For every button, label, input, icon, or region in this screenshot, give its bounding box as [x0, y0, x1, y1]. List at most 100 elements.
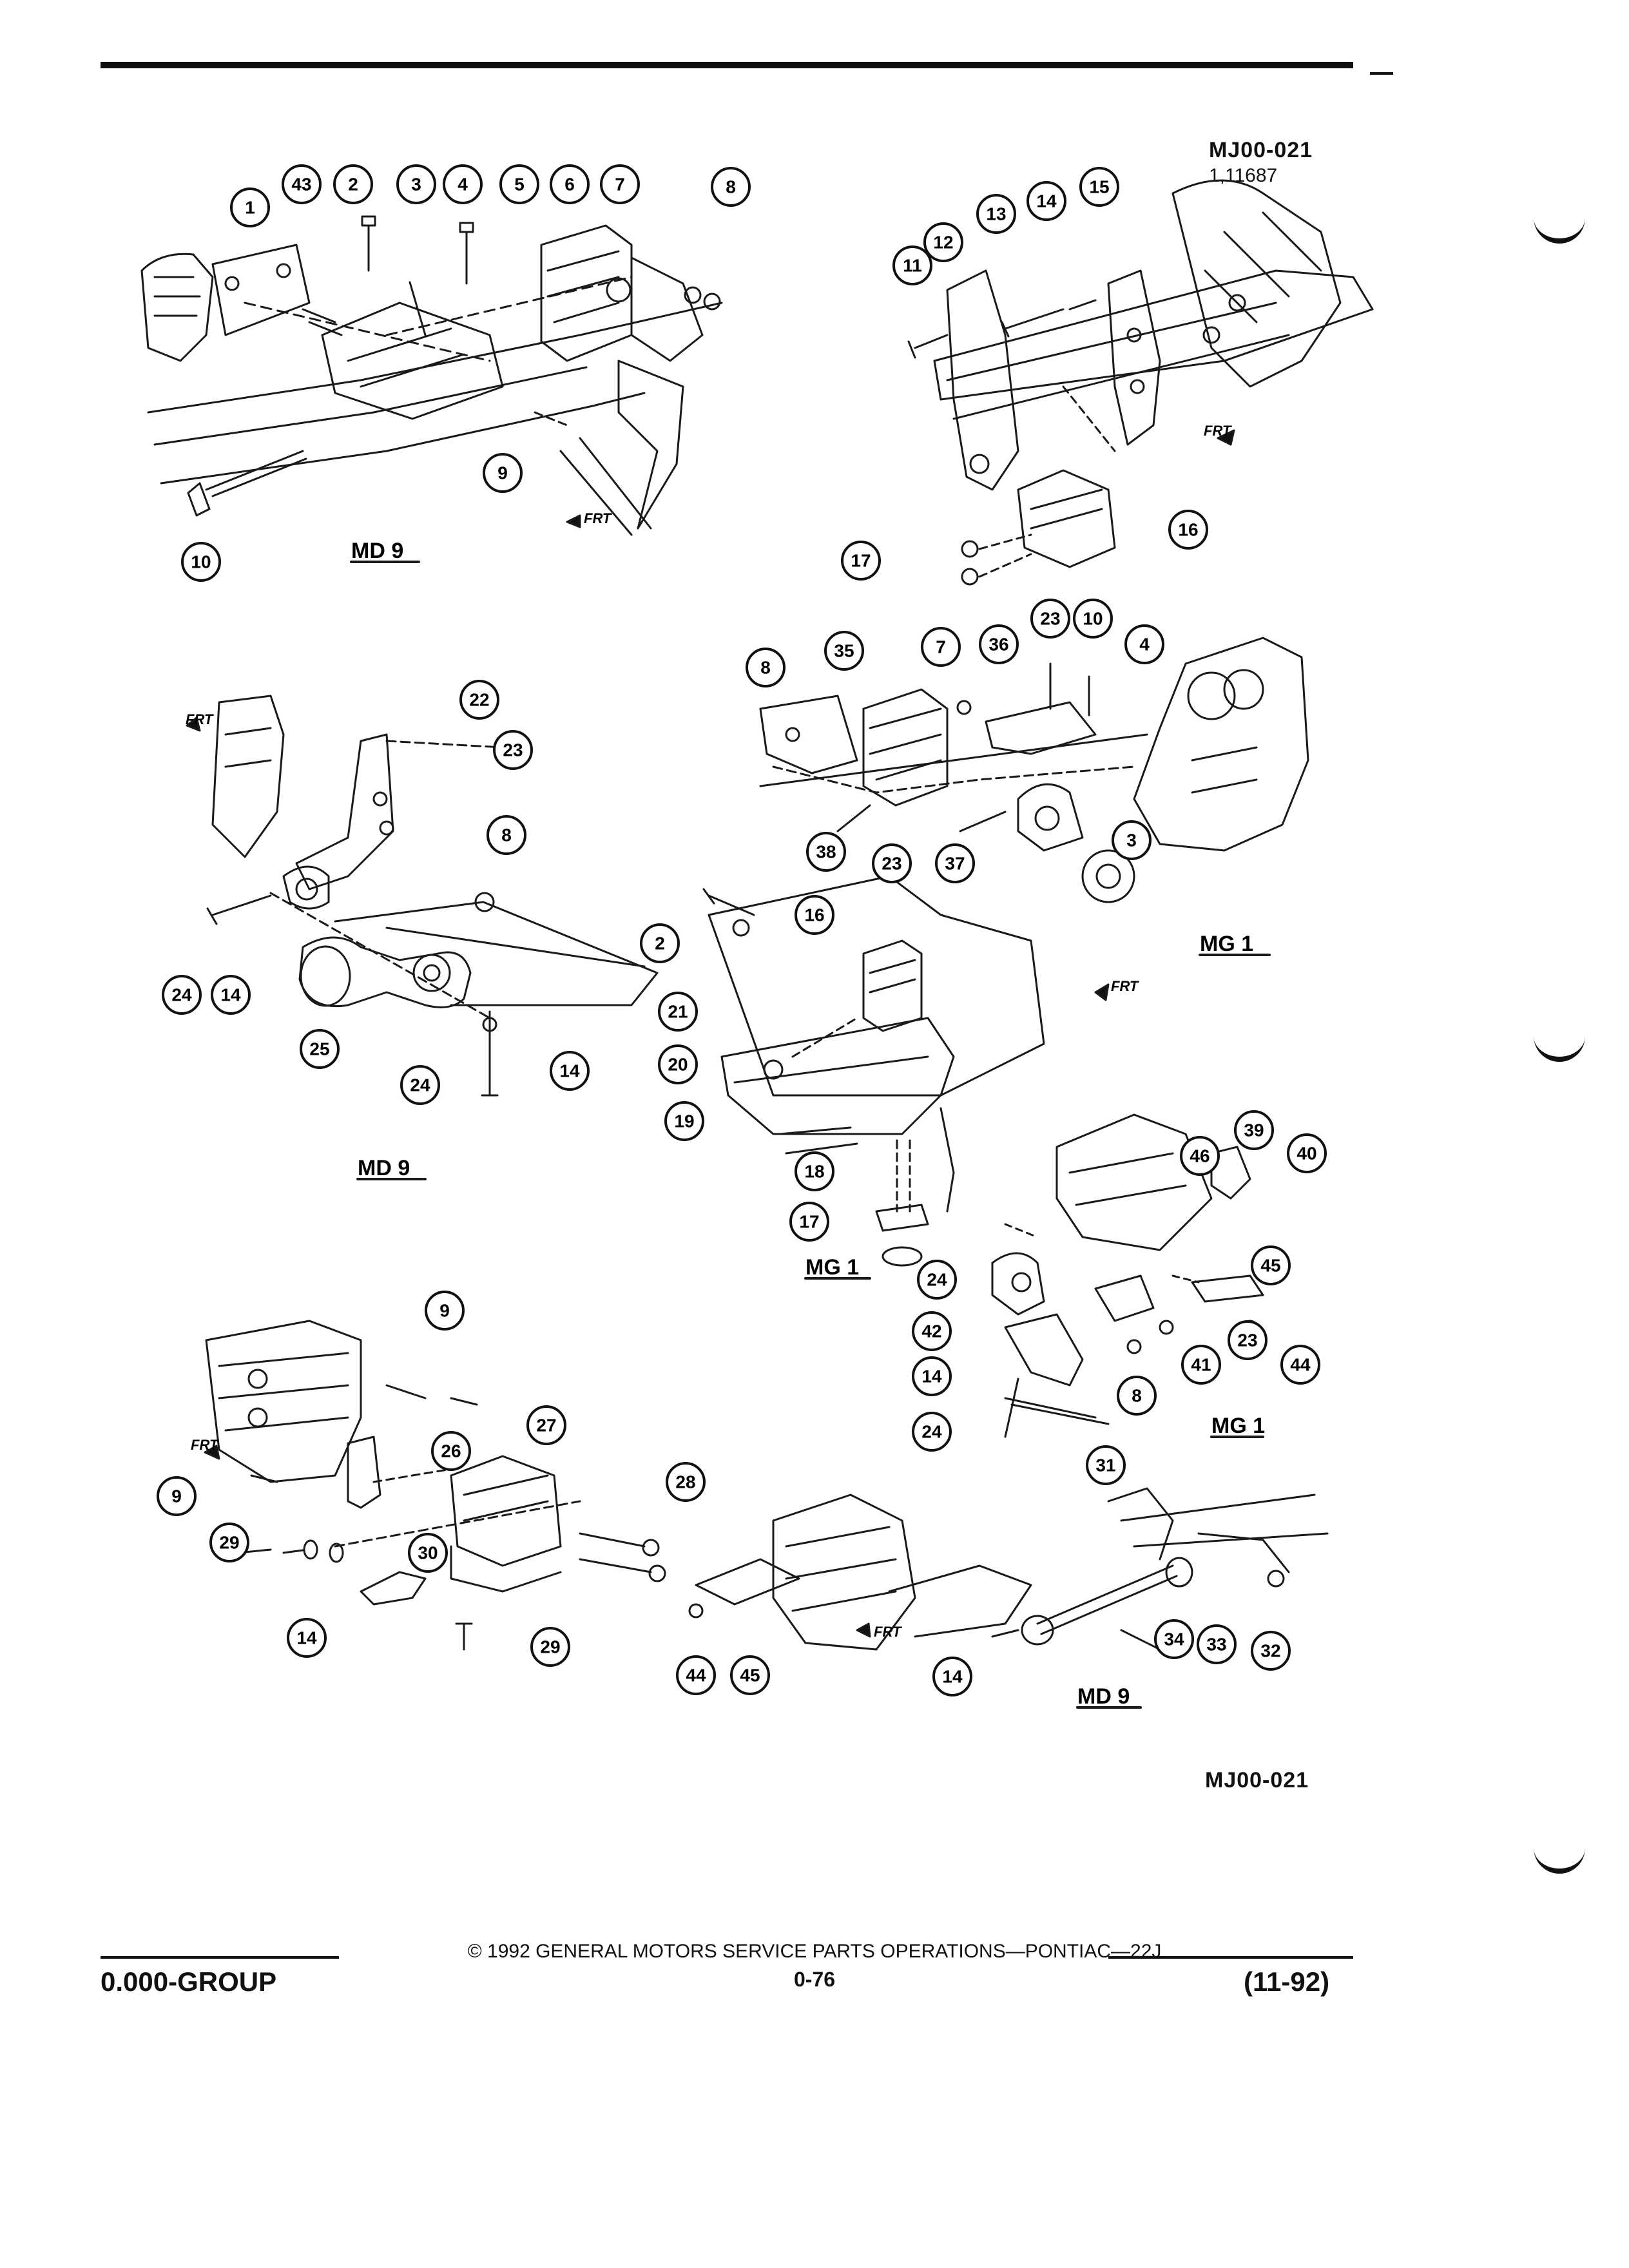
callout-circle: [1228, 1320, 1268, 1360]
callout-14: 14: [287, 1618, 327, 1658]
callout-circle: [806, 832, 846, 872]
callout-7: 7: [600, 164, 640, 204]
callout-circle: [795, 895, 834, 935]
callout-number: 17: [799, 1212, 819, 1232]
callout-number: 44: [1290, 1355, 1311, 1375]
callout-circle: [841, 541, 881, 581]
callout-number: 26: [441, 1441, 461, 1461]
callout-circle: [425, 1291, 465, 1331]
callout-circle: [1117, 1376, 1157, 1416]
callout-number: 23: [503, 740, 523, 760]
callout-14: 14: [550, 1051, 590, 1091]
callout-24: 24: [917, 1260, 957, 1300]
callout-circle: [487, 815, 526, 855]
callout-circle: [400, 1065, 440, 1105]
callout-circle: [1168, 510, 1208, 550]
callout-38: 38: [806, 832, 846, 872]
callout-number: 29: [219, 1533, 239, 1553]
callout-2: 2: [640, 923, 680, 963]
footer-page-number: 0-76: [793, 1968, 836, 1991]
callout-11: 11: [892, 245, 932, 285]
callout-circle: [923, 222, 963, 262]
callout-number: 24: [921, 1422, 942, 1442]
callout-circle: [935, 843, 975, 883]
callout-circle: [181, 542, 221, 582]
callout-44: 44: [1280, 1345, 1320, 1385]
frt-label: FRT: [1111, 978, 1139, 994]
callout-2: 2: [333, 164, 373, 204]
callout-number: 30: [418, 1543, 438, 1563]
callout-17: 17: [841, 541, 881, 581]
view-md9-torque-strut: [186, 695, 659, 1180]
callout-8: 8: [487, 815, 526, 855]
callout-10: 10: [181, 542, 221, 582]
callout-16: 16: [795, 895, 834, 935]
callout-45: 45: [730, 1655, 770, 1695]
callout-15: 15: [1079, 167, 1119, 207]
callout-29: 29: [530, 1627, 570, 1667]
callout-circle: [1112, 820, 1152, 860]
callout-21: 21: [658, 992, 698, 1032]
callout-circle: [550, 164, 590, 204]
callout-number: 41: [1191, 1355, 1211, 1375]
callout-number: 12: [933, 233, 953, 253]
callout-23: 23: [493, 730, 533, 770]
figure-date: 1,11687: [1209, 165, 1278, 186]
callout-number: 38: [816, 842, 836, 862]
callout-number: 2: [655, 934, 665, 954]
callout-number: 20: [668, 1055, 688, 1075]
callout-circle: [1280, 1345, 1320, 1385]
callout-circle: [917, 1260, 957, 1300]
callout-22: 22: [459, 680, 499, 720]
callout-4: 4: [1124, 624, 1164, 664]
callout-28: 28: [666, 1462, 706, 1502]
view-label-md9-c: MD 9: [1077, 1684, 1130, 1709]
callout-number: 17: [851, 551, 871, 571]
callout-circle: [795, 1151, 834, 1191]
callout-circle: [912, 1311, 952, 1351]
frt-label: FRT: [1204, 423, 1232, 439]
callout-circle: [530, 1627, 570, 1667]
callout-40: 40: [1287, 1133, 1327, 1173]
frt-label: FRT: [584, 510, 612, 526]
callout-circle: [1086, 1445, 1126, 1485]
callout-23: 23: [872, 843, 912, 883]
callout-41: 41: [1181, 1345, 1221, 1385]
callout-19: 19: [664, 1101, 704, 1141]
figure-code-top: MJ00-021: [1209, 138, 1313, 162]
callout-3: 3: [396, 164, 436, 204]
callout-number: 33: [1206, 1635, 1226, 1655]
callout-circle: [162, 975, 202, 1015]
callout-number: 45: [740, 1666, 760, 1686]
callout-number: 15: [1089, 177, 1109, 197]
callout-14: 14: [211, 975, 251, 1015]
callout-12: 12: [923, 222, 963, 262]
binder-tick-mark: [1534, 213, 1585, 244]
callout-number: 7: [936, 637, 946, 657]
callout-number: 44: [686, 1666, 706, 1686]
callout-number: 35: [834, 641, 854, 661]
callout-circle: [932, 1657, 972, 1696]
callout-number: 34: [1164, 1629, 1184, 1649]
callout-36: 36: [979, 624, 1019, 664]
callout-27: 27: [526, 1405, 566, 1445]
view-mg1-transaxle-mount: [702, 875, 1110, 1280]
callout-number: 16: [804, 905, 824, 925]
callout-circle: [1180, 1136, 1220, 1176]
view-label-mg1-c: MG 1: [1211, 1414, 1265, 1438]
callout-circle: [640, 923, 680, 963]
callout-circle: [1287, 1133, 1327, 1173]
callout-number: 14: [296, 1628, 317, 1648]
callout-circle: [493, 730, 533, 770]
callout-number: 46: [1190, 1146, 1210, 1166]
footer-copyright: © 1992 GENERAL MOTORS SERVICE PARTS OPER…: [467, 1941, 1162, 1962]
callout-circle: [666, 1462, 706, 1502]
callout-circle: [658, 992, 698, 1032]
callout-circle: [746, 648, 786, 687]
callout-number: 9: [497, 463, 508, 483]
callout-circle: [912, 1356, 952, 1396]
view-label-md9-a: MD 9: [351, 539, 403, 563]
callout-number: 29: [540, 1637, 560, 1657]
callout-33: 33: [1197, 1624, 1237, 1664]
callout-circle: [872, 843, 912, 883]
